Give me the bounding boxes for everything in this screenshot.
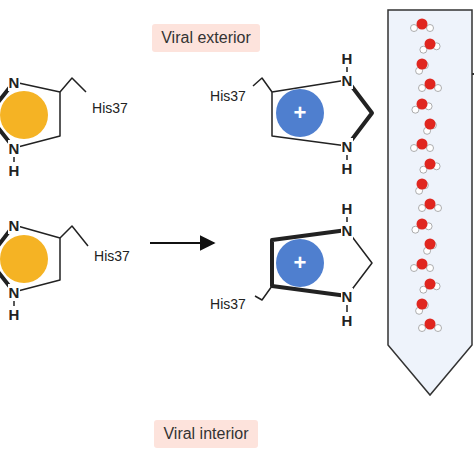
- water-molecule: [419, 79, 442, 92]
- water-molecule: [420, 279, 440, 294]
- reaction-arrow: [150, 242, 214, 244]
- atom-symbol: N: [341, 222, 354, 239]
- water-molecule: [412, 219, 432, 234]
- imidazole-ring: [0, 78, 86, 170]
- atom-symbol: H: [8, 162, 21, 179]
- region-label: Viral exterior: [152, 24, 260, 52]
- water-molecule: [416, 179, 429, 195]
- atom-symbol: N: [341, 288, 354, 305]
- atom-symbol: N: [8, 284, 21, 301]
- water-molecule: [412, 99, 432, 114]
- atom-symbol: H: [341, 200, 354, 217]
- atom-symbol: H: [341, 50, 354, 67]
- imidazole-ring: [253, 58, 372, 168]
- water-molecule: [420, 39, 440, 54]
- residue-name: His37: [93, 248, 131, 264]
- positive-charge: +: [276, 239, 324, 287]
- water-molecules: [411, 19, 442, 332]
- charge-sign: +: [294, 100, 307, 126]
- water-molecule: [420, 159, 440, 174]
- atom-symbol: N: [341, 138, 354, 155]
- atom-symbol: N: [8, 74, 21, 91]
- atom-symbol: N: [341, 72, 354, 89]
- region-name: Viral exterior: [161, 29, 251, 47]
- water-channel: [388, 10, 472, 395]
- water-molecule: [419, 319, 442, 332]
- water-molecule: [424, 119, 437, 135]
- charge-sign: +: [294, 250, 307, 276]
- water-molecule: [424, 239, 437, 255]
- positive-charge: +: [276, 89, 324, 137]
- water-molecule: [411, 139, 434, 152]
- neutral-charge: [0, 235, 48, 283]
- region-name: Viral interior: [163, 425, 248, 443]
- water-molecule: [419, 199, 442, 212]
- residue-name: His37: [209, 88, 247, 104]
- imidazole-ring: [0, 225, 88, 314]
- water-molecule: [411, 259, 434, 272]
- water-molecule: [416, 299, 429, 315]
- region-label: Viral interior: [154, 420, 257, 448]
- imidazole-ring: [255, 208, 372, 320]
- atom-symbol: N: [8, 217, 21, 234]
- water-molecule: [416, 59, 429, 75]
- tick: [472, 73, 474, 75]
- residue-name: His37: [209, 296, 247, 312]
- atom-symbol: H: [341, 312, 354, 329]
- atom-symbol: H: [341, 160, 354, 177]
- atom-symbol: H: [8, 306, 21, 323]
- water-molecule: [411, 19, 434, 32]
- neutral-charge: [0, 91, 48, 139]
- residue-name: His37: [91, 100, 129, 116]
- atom-symbol: N: [8, 140, 21, 157]
